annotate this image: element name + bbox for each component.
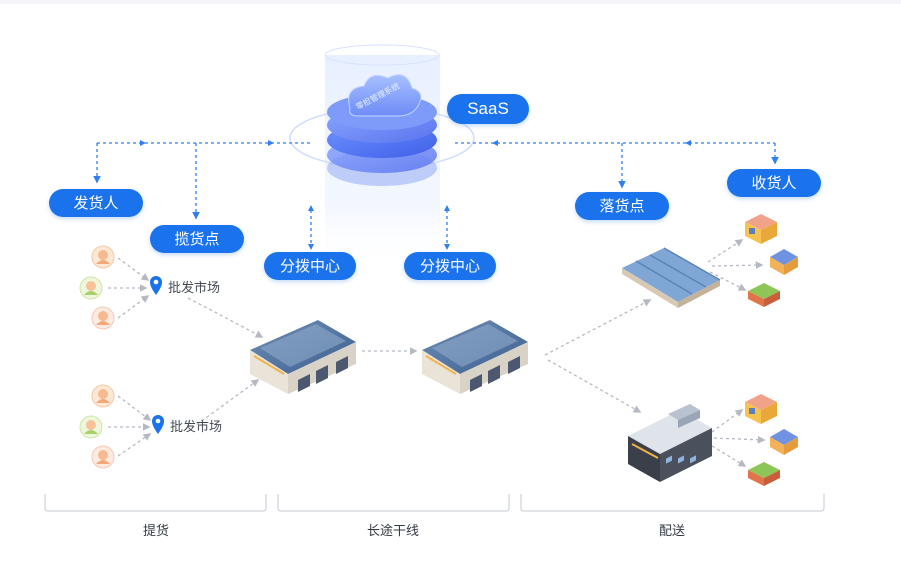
person-icon bbox=[91, 306, 115, 330]
connector-arrowheads bbox=[140, 140, 691, 250]
stage-delivery-label: 配送 bbox=[658, 524, 685, 539]
hub-right-label: 分拨中心 bbox=[404, 252, 496, 280]
flow-lines bbox=[108, 239, 766, 467]
wholesale-market-label-bottom: 批发市场 bbox=[170, 420, 223, 435]
sender-avatars-bottom bbox=[79, 384, 115, 469]
shipper-label: 发货人 bbox=[49, 189, 143, 217]
stage-pickup-label: 提货 bbox=[142, 524, 169, 539]
drop-point-label: 落货点 bbox=[575, 192, 669, 220]
person-icon bbox=[91, 445, 115, 469]
shop-icon bbox=[770, 249, 798, 275]
shop-icon bbox=[770, 429, 798, 455]
pickup-point-label: 揽货点 bbox=[150, 225, 244, 253]
top-border bbox=[0, 0, 901, 4]
stage-brackets bbox=[44, 494, 825, 512]
office-building-icon bbox=[628, 404, 712, 482]
warehouse-icon bbox=[250, 320, 356, 394]
depot-icon bbox=[622, 247, 721, 308]
saas-cloud-platform-icon bbox=[289, 44, 475, 270]
person-icon bbox=[79, 415, 103, 439]
shop-icon bbox=[745, 214, 777, 244]
shop-icon bbox=[748, 462, 780, 486]
warehouse-icon bbox=[422, 320, 528, 394]
saas-connector-lines bbox=[93, 142, 779, 245]
person-icon bbox=[79, 276, 103, 300]
wholesale-market-label-top: 批发市场 bbox=[168, 281, 221, 296]
shop-icon bbox=[745, 394, 777, 424]
stage-linehaul-label: 长途干线 bbox=[366, 524, 419, 539]
shop-icon bbox=[748, 283, 780, 307]
sender-avatars-top bbox=[79, 245, 115, 330]
location-pin-icon bbox=[152, 415, 164, 434]
hub-left-label: 分拨中心 bbox=[264, 252, 356, 280]
person-icon bbox=[91, 245, 115, 269]
location-pin-icon bbox=[150, 276, 162, 295]
receiver-label: 收货人 bbox=[727, 169, 821, 197]
saas-badge: SaaS bbox=[447, 94, 529, 124]
person-icon bbox=[91, 384, 115, 408]
